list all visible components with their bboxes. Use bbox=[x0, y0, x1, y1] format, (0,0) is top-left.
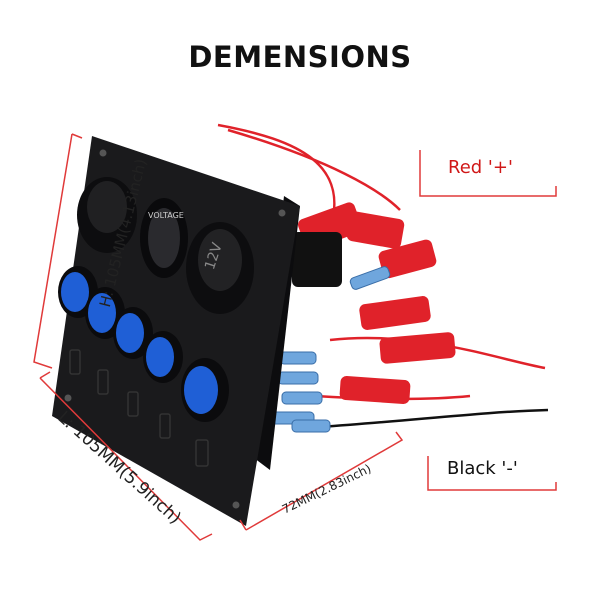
black-wire-label: Black '-' bbox=[447, 458, 518, 479]
red-connectors bbox=[298, 202, 456, 405]
dimension-lines bbox=[33, 133, 557, 541]
black-wire bbox=[319, 408, 549, 429]
page-title: DEMENSIONS bbox=[188, 40, 412, 74]
label-slots bbox=[69, 349, 209, 467]
power-socket-left bbox=[77, 177, 137, 253]
rocker-switch bbox=[113, 307, 153, 359]
rocker-switches bbox=[58, 266, 229, 422]
screw-hole bbox=[232, 501, 240, 509]
power-socket-12v: 12V bbox=[186, 222, 254, 314]
blue-terminals bbox=[269, 266, 391, 433]
red-wire-label: Red '+' bbox=[448, 157, 513, 178]
voltmeter: VOLTAGE bbox=[140, 198, 188, 278]
voltmeter-label: VOLTAGE bbox=[148, 211, 184, 220]
screw-hole bbox=[278, 209, 286, 217]
screw-hole bbox=[64, 394, 72, 402]
screw-hole bbox=[99, 149, 107, 157]
socket-sleeve bbox=[292, 232, 342, 287]
rocker-switch bbox=[181, 358, 229, 422]
rocker-switch bbox=[143, 331, 183, 383]
